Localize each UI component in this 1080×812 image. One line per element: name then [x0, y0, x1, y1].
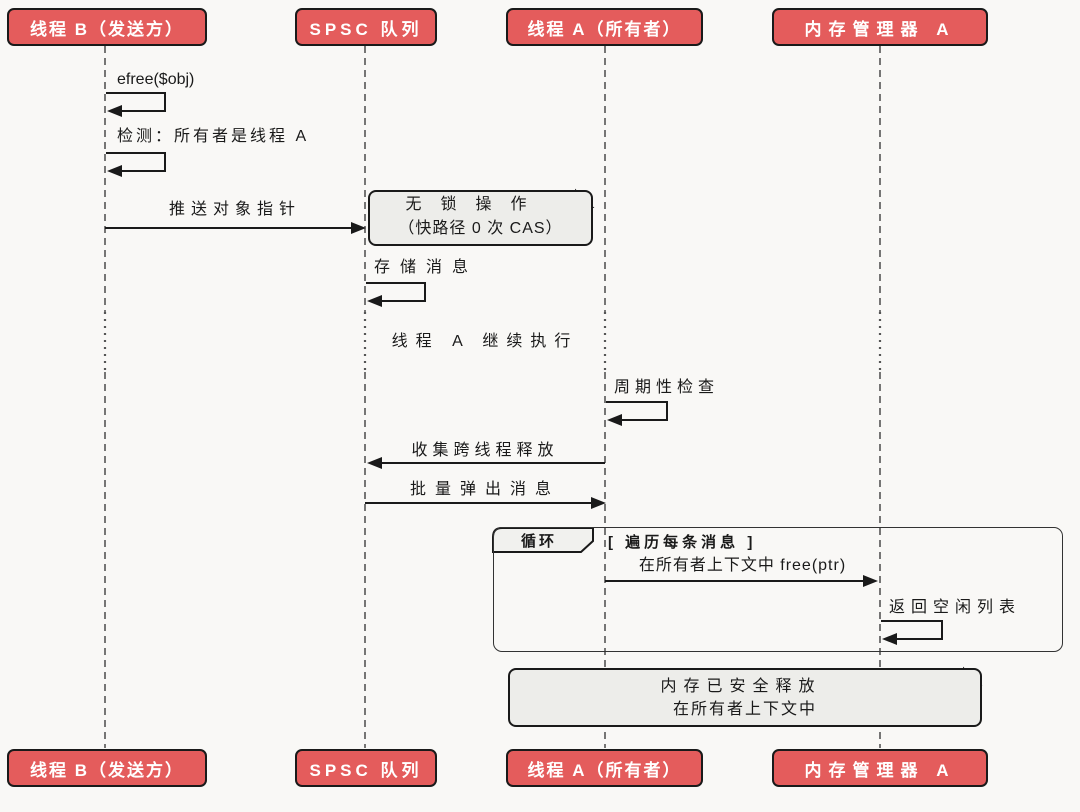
message-push-pointer: 推送对象指针	[168, 201, 301, 218]
message-store: 存储消息	[374, 259, 479, 276]
actor-top-thread-b: 线程 B（发送方）	[7, 8, 207, 46]
efree-self-loop	[106, 92, 166, 112]
message-collect-cross-thread: 收集跨线程释放	[411, 442, 559, 459]
return-freelist-self-loop	[881, 620, 943, 640]
message-periodic-check: 周期性检查	[614, 379, 720, 396]
message-return-freelist: 返回空闲列表	[889, 599, 1022, 616]
note-lockfree-line2: （快路径 0 次 CAS）	[398, 220, 563, 237]
actor-top-thread-a: 线程 A（所有者）	[506, 8, 703, 46]
message-free-in-owner: 在所有者上下文中 free(ptr)	[638, 557, 847, 574]
self-message-loops	[106, 92, 943, 640]
store-self-loop	[366, 282, 426, 302]
actor-top-spsc-queue: SPSC 队列	[295, 8, 437, 46]
loop-frame	[493, 527, 1063, 652]
actor-bottom-spsc-queue: SPSC 队列	[295, 749, 437, 787]
message-arrowheads	[351, 222, 878, 587]
delay-thread-a-continues: 线程 A 继续执行	[391, 333, 579, 350]
periodic-check-self-loop	[606, 401, 668, 421]
detect-self-loop	[106, 152, 166, 172]
actor-top-memory-manager: 内存管理器 A	[772, 8, 988, 46]
actor-bottom-thread-a: 线程 A（所有者）	[506, 749, 703, 787]
note-memory-safe-line1: 内存已安全释放	[660, 678, 822, 695]
note-lockfree-line1: 无锁操作	[405, 196, 546, 213]
note-memory-safe	[508, 668, 982, 727]
note-lockfree	[368, 190, 593, 246]
message-detect-owner: 检测：所有者是线程 A	[117, 128, 310, 145]
lifelines	[103, 46, 882, 748]
actor-bottom-memory-manager: 内存管理器 A	[772, 749, 988, 787]
message-efree: efree($obj)	[117, 71, 195, 88]
message-batch-pop: 批量弹出消息	[409, 481, 560, 498]
note-memory-safe-line2: 在所有者上下文中	[672, 701, 817, 718]
loop-title: 循环	[520, 533, 557, 550]
message-arrows	[105, 227, 864, 582]
actor-bottom-thread-b: 线程 B（发送方）	[7, 749, 207, 787]
loop-condition: [ 遍历每条消息 ]	[608, 534, 757, 551]
self-loop-arrowheads	[107, 105, 897, 645]
